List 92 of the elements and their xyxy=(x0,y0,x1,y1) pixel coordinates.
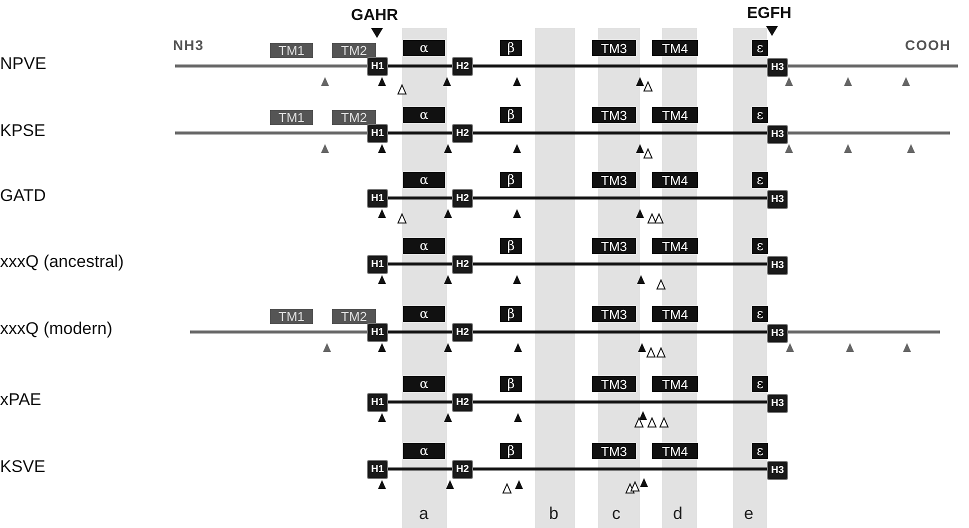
transmembrane-box: TM3 xyxy=(592,443,636,459)
transmembrane-box: TM4 xyxy=(652,443,698,459)
domain-box: α xyxy=(403,443,445,459)
h-region-box: H3 xyxy=(767,190,788,209)
domain-box: α xyxy=(403,107,445,123)
h-region-box: H2 xyxy=(452,323,473,342)
sequence-line xyxy=(388,132,452,134)
site-label: EGFH xyxy=(747,6,792,22)
h-region-box: H2 xyxy=(452,255,473,274)
domain-box: ε xyxy=(752,306,768,322)
sequence-line xyxy=(388,330,452,334)
sequence-line xyxy=(388,64,452,68)
terminus-label: NH3 xyxy=(173,38,204,52)
domain-box: β xyxy=(500,376,522,392)
terminus-label: COOH xyxy=(905,38,951,52)
transmembrane-box: TM4 xyxy=(652,172,698,188)
domain-box: β xyxy=(500,40,522,56)
h-region-box: H3 xyxy=(767,256,788,275)
sequence-line xyxy=(388,196,452,200)
transmembrane-box: TM3 xyxy=(592,172,636,188)
sequence-line xyxy=(388,400,452,404)
domain-box: ε xyxy=(752,107,768,123)
transmembrane-box: TM4 xyxy=(652,306,698,322)
band-label: d xyxy=(673,505,682,522)
transmembrane-box: TM1 xyxy=(270,309,313,324)
domain-box: β xyxy=(500,443,522,459)
transmembrane-box: TM3 xyxy=(592,238,636,254)
sequence-name: xPAE xyxy=(0,391,42,408)
sequence-line xyxy=(473,262,767,266)
h-region-box: H1 xyxy=(367,323,388,342)
h-region-box: H2 xyxy=(452,57,473,76)
transmembrane-box: TM1 xyxy=(270,43,313,58)
transmembrane-box: TM2 xyxy=(332,309,376,324)
domain-box: ε xyxy=(752,376,768,392)
site-label: GAHR xyxy=(351,8,398,24)
transmembrane-box: TM4 xyxy=(652,238,698,254)
domain-box: ε xyxy=(752,172,768,188)
sequence-name: xxxQ (ancestral) xyxy=(0,253,124,270)
sequence-line xyxy=(473,330,767,334)
sequence-name: KSVE xyxy=(0,458,46,475)
band-label: c xyxy=(612,505,620,522)
sequence-line xyxy=(473,196,767,200)
domain-box: ε xyxy=(752,238,768,254)
sequence-name: GATD xyxy=(0,187,46,204)
h-region-box: H3 xyxy=(767,394,788,413)
transmembrane-box: TM4 xyxy=(652,107,698,123)
h-region-box: H1 xyxy=(367,57,388,76)
sequence-name: KPSE xyxy=(0,122,46,139)
sequence-line xyxy=(473,132,767,134)
domain-box: α xyxy=(403,172,445,188)
transmembrane-box: TM3 xyxy=(592,376,636,392)
sequence-line xyxy=(473,64,767,68)
domain-box: β xyxy=(500,306,522,322)
transmembrane-box: TM2 xyxy=(332,43,376,58)
transmembrane-box: TM1 xyxy=(270,110,313,125)
h-region-box: H1 xyxy=(367,255,388,274)
transmembrane-box: TM4 xyxy=(652,376,698,392)
sequence-name: xxxQ (modern) xyxy=(0,320,112,337)
domain-box: α xyxy=(403,40,445,56)
domain-box: α xyxy=(403,376,445,392)
domain-box: β xyxy=(500,107,522,123)
h-region-box: H3 xyxy=(767,125,788,144)
h-region-box: H2 xyxy=(452,393,473,412)
h-region-box: H2 xyxy=(452,460,473,479)
transmembrane-box: TM4 xyxy=(652,40,698,56)
h-region-box: H2 xyxy=(452,189,473,208)
band-label: e xyxy=(744,505,754,522)
h-region-box: H1 xyxy=(367,189,388,208)
transmembrane-box: TM3 xyxy=(592,107,636,123)
sequence-line xyxy=(473,468,767,470)
h-region-box: H2 xyxy=(452,124,473,143)
h-region-box: H3 xyxy=(767,58,788,77)
transmembrane-box: TM3 xyxy=(592,40,636,56)
h-region-box: H1 xyxy=(367,393,388,412)
transmembrane-box: TM2 xyxy=(332,110,376,125)
band-label: a xyxy=(419,505,428,522)
h-region-box: H3 xyxy=(767,324,788,343)
h-region-box: H1 xyxy=(367,460,388,479)
sequence-name: NPVE xyxy=(0,55,46,72)
band-label: b xyxy=(549,505,558,522)
transmembrane-box: TM3 xyxy=(592,306,636,322)
h-region-box: H1 xyxy=(367,124,388,143)
h-region-box: H3 xyxy=(767,461,788,480)
domain-box: β xyxy=(500,172,522,188)
sequence-line xyxy=(388,262,452,266)
sequence-line xyxy=(388,468,452,470)
domain-box: α xyxy=(403,238,445,254)
sequence-line xyxy=(473,400,767,404)
domain-box: α xyxy=(403,306,445,322)
domain-box: ε xyxy=(752,40,768,56)
domain-box: ε xyxy=(752,443,768,459)
domain-box: β xyxy=(500,238,522,254)
